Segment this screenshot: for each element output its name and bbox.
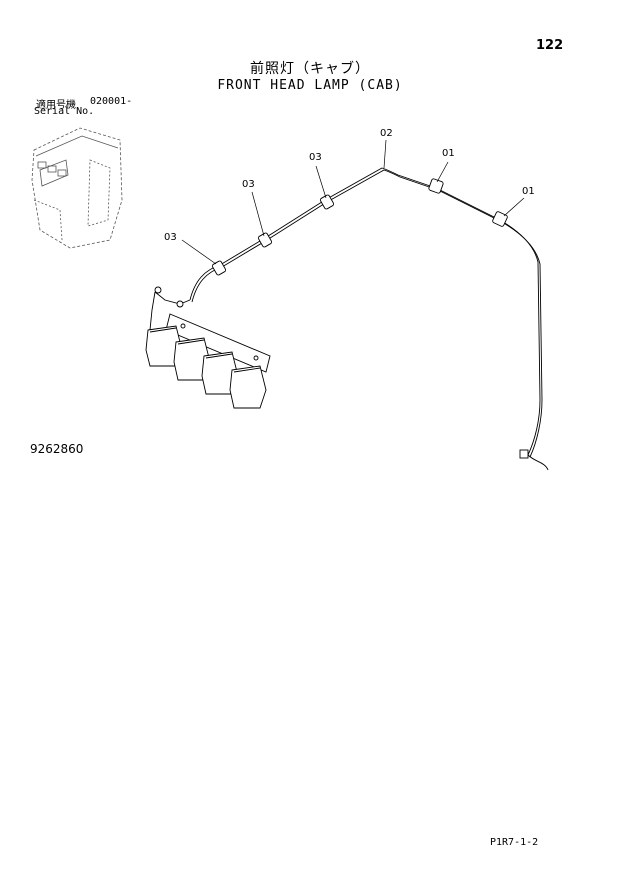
callout-label: 03 bbox=[242, 179, 255, 190]
serial-number-value: 020001- bbox=[90, 96, 133, 107]
headlamp-assembly bbox=[145, 286, 271, 409]
serial-label-japanese: 適用号機 bbox=[36, 100, 76, 111]
wire-harness bbox=[149, 167, 549, 471]
page-number: 122 bbox=[536, 38, 564, 53]
callout-label: 03 bbox=[309, 152, 322, 163]
callout-label: 02 bbox=[380, 128, 393, 139]
callout-leaders bbox=[181, 139, 525, 265]
serial-label-english: Serial No. bbox=[34, 106, 95, 117]
callout-labels: 01 01 02 03 03 03 bbox=[164, 128, 535, 243]
callout-label: 03 bbox=[164, 232, 177, 243]
page-code: P1R7-1-2 bbox=[490, 837, 539, 848]
harness-clips bbox=[211, 178, 529, 459]
title-english: FRONT HEAD LAMP (CAB) bbox=[217, 78, 403, 93]
drawing-number: 9262860 bbox=[30, 442, 84, 456]
title-japanese: 前照灯（キャブ） bbox=[250, 61, 370, 77]
callout-label: 01 bbox=[522, 186, 535, 197]
callout-label: 01 bbox=[442, 148, 455, 159]
cab-thumbnail bbox=[31, 127, 123, 249]
